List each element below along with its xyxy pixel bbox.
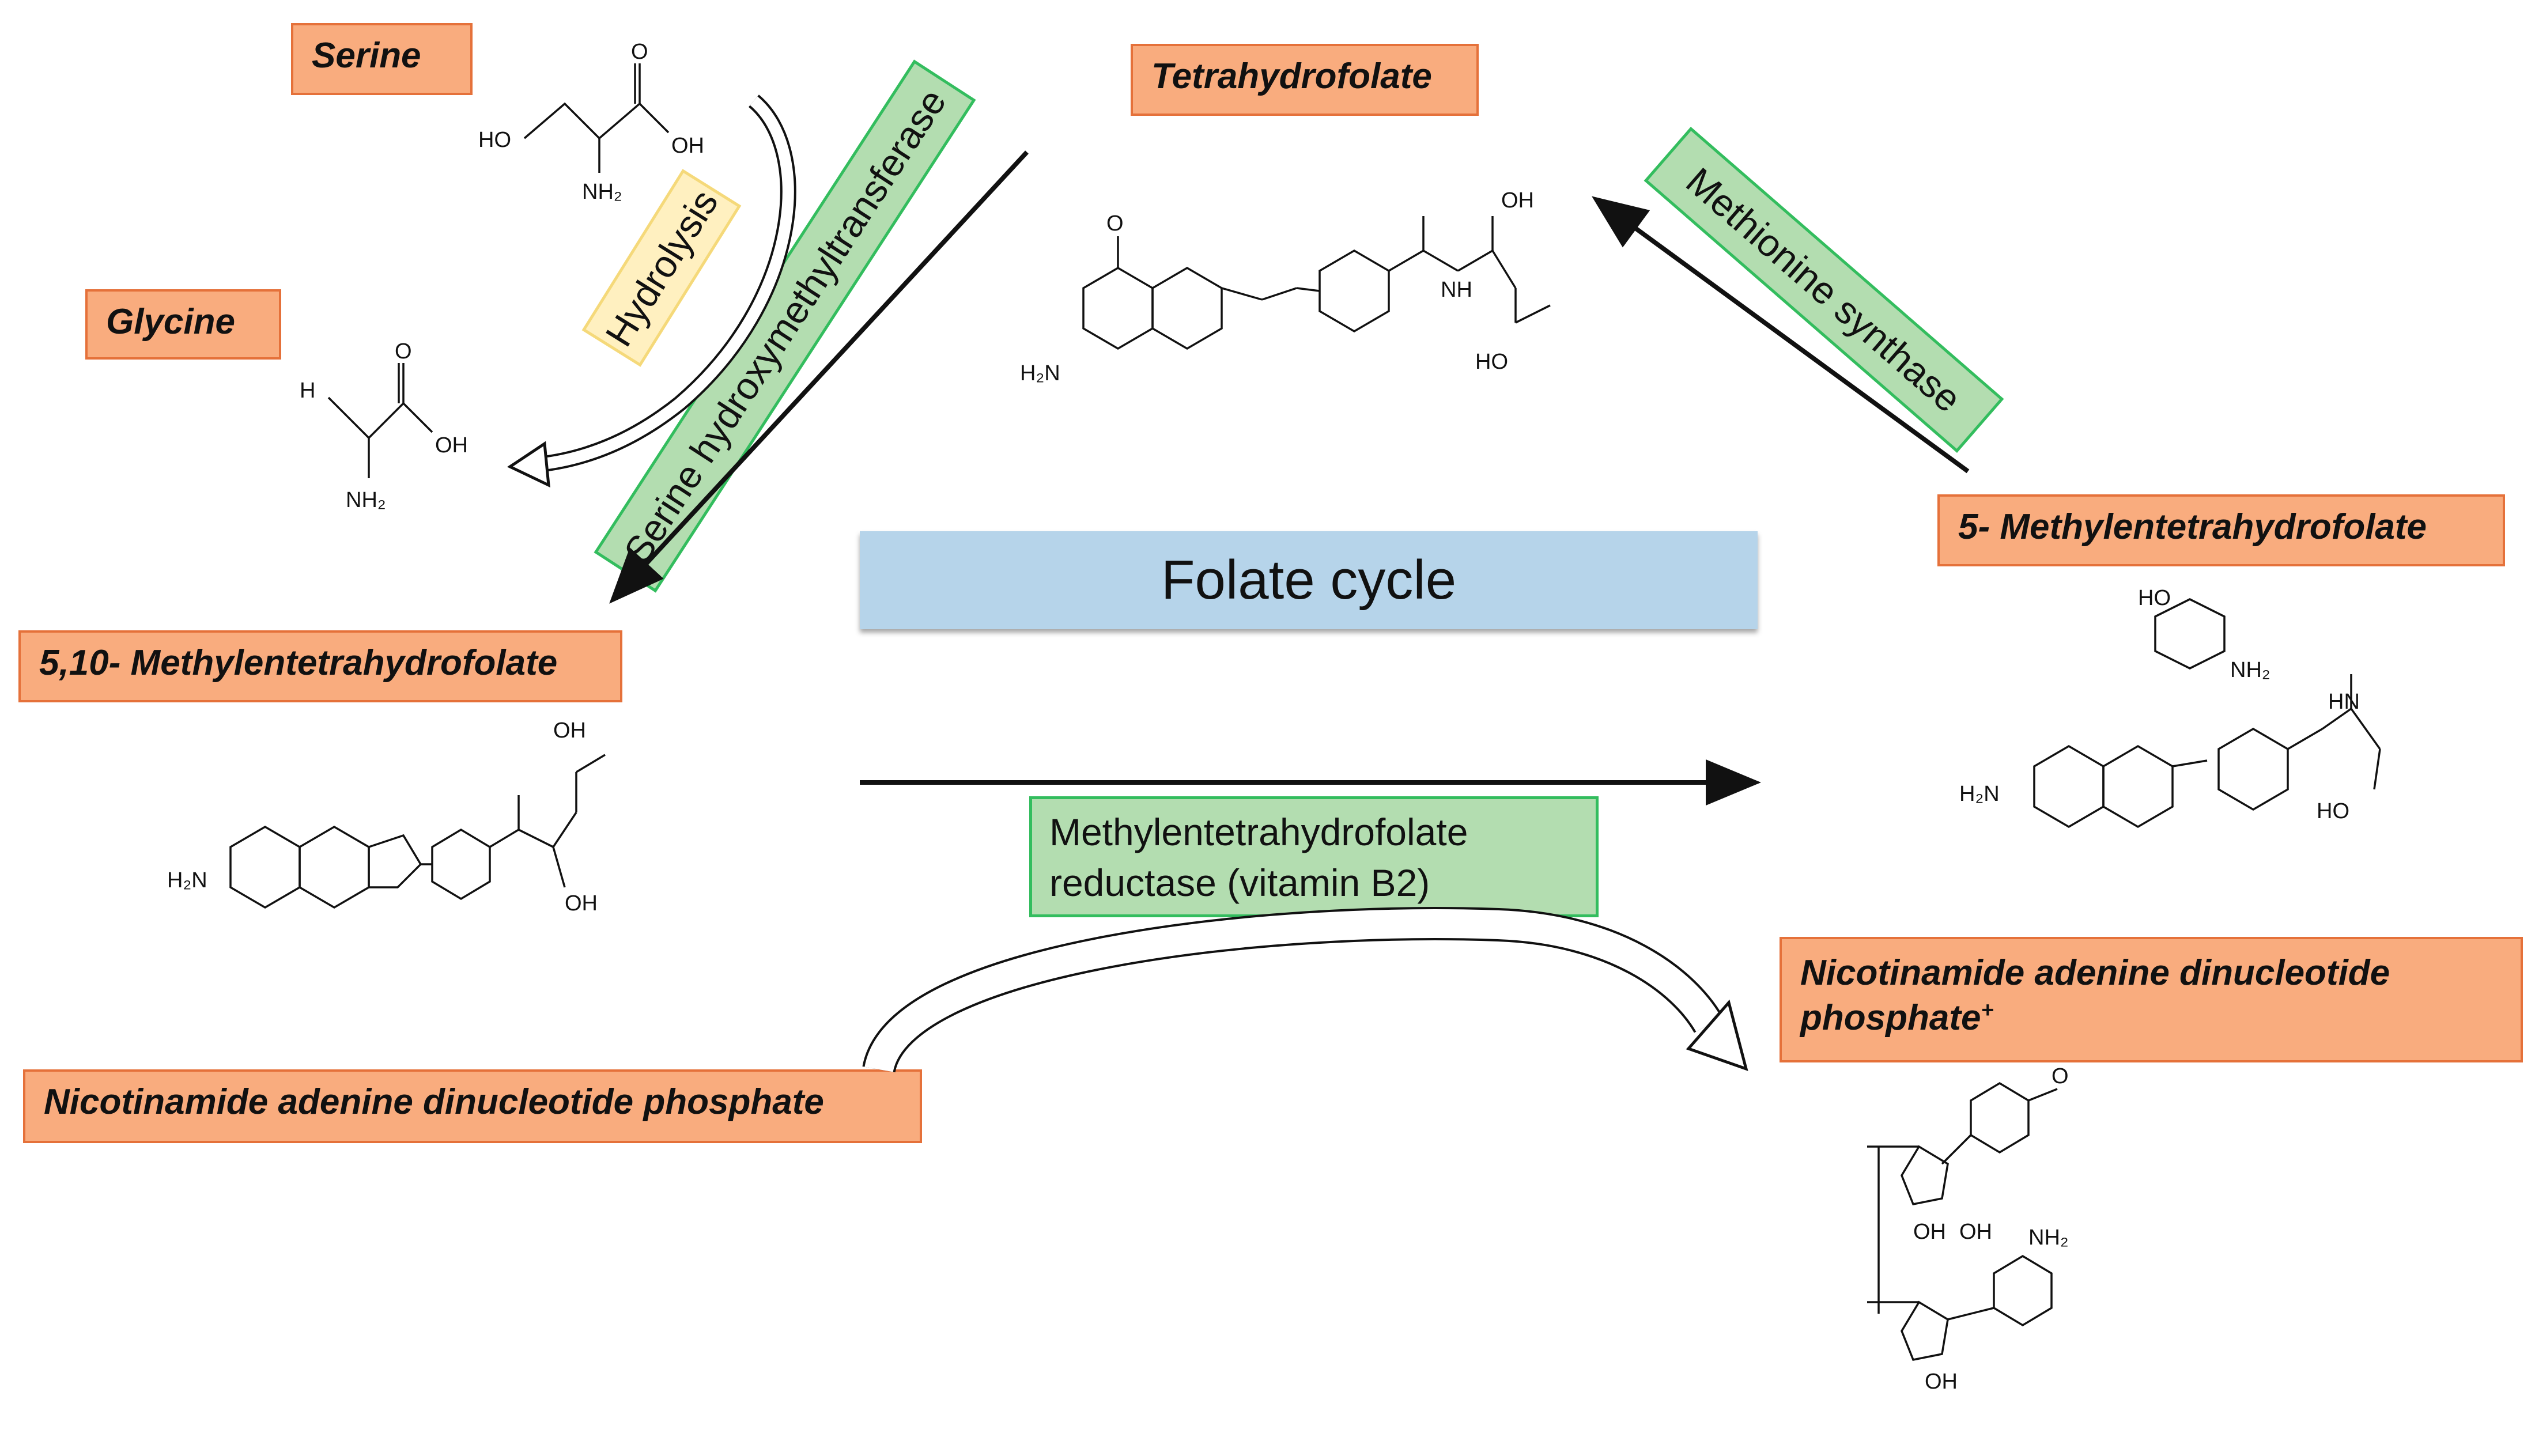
label-glycine: Glycine (85, 289, 281, 360)
atom-label: O (2052, 1064, 2069, 1088)
arrow-nadph-to-nadp-plus (862, 907, 1748, 1074)
enzyme-mthfr-line1: Methylentetrahydrofolate (1049, 811, 1468, 853)
atom-label: HO (1475, 350, 1508, 374)
charge-superscript: + (1981, 997, 1994, 1022)
glycine-structure: H O OH NH₂ (300, 339, 468, 512)
atom-label: OH (671, 134, 704, 158)
atom-label: OH (1501, 188, 1534, 213)
label-5-methyltetrahydrofolate: 5- Methylentetrahydrofolate (1937, 494, 2505, 566)
methyl-thf-structure: H₂N HO NH₂ HN HO (1959, 586, 2381, 829)
diagram-title: Folate cycle (860, 531, 1758, 629)
label-5-10-methylenetetrahydrofolate: 5,10- Methylentetrahydrofolate (18, 630, 622, 702)
atom-label: NH (1441, 278, 1472, 302)
atom-label: H₂N (1959, 782, 2000, 806)
atom-label: OH (1925, 1370, 1958, 1394)
atom-label: OH (1959, 1220, 1992, 1244)
enzyme-mthfr: Methylentetrahydrofolate reductase (vita… (1029, 796, 1599, 917)
atom-label: H₂N (167, 868, 207, 892)
atom-label: O (1106, 211, 1124, 236)
label-tetrahydrofolate: Tetrahydrofolate (1131, 44, 1479, 116)
atom-label: HO (2138, 586, 2171, 610)
atom-label: OH (565, 891, 598, 916)
atom-label: HO (478, 128, 511, 152)
methylene-thf-structure: H₂N OH OH (167, 718, 606, 916)
atom-label: NH₂ (2028, 1226, 2069, 1250)
label-serine: Serine (291, 23, 473, 95)
atom-label: OH (1913, 1220, 1946, 1244)
atom-label: O (631, 40, 648, 64)
atom-label: HN (2328, 690, 2360, 714)
atom-label: OH (435, 433, 468, 457)
enzyme-mthfr-line2: reductase (vitamin B2) (1049, 861, 1430, 904)
tetrahydrofolate-structure: O H₂N NH OH HO (1020, 188, 1551, 385)
serine-structure: HO O OH NH₂ (478, 40, 704, 204)
label-nadp-plus: Nicotinamide adenine dinucleotide phosph… (1780, 937, 2523, 1062)
atom-label: NH₂ (2230, 658, 2270, 682)
atom-label: HO (2317, 799, 2349, 823)
label-nadph: Nicotinamide adenine dinucleotide phosph… (23, 1069, 922, 1143)
atom-label: NH₂ (582, 180, 622, 204)
atom-label: H (300, 379, 315, 403)
atom-label: H₂N (1020, 361, 1060, 385)
label-nadp-plus-text: Nicotinamide adenine dinucleotide phosph… (1800, 953, 2390, 1038)
atom-label: O (395, 339, 412, 364)
enzyme-methionine-synthase: Methionine synthase (1644, 127, 2004, 453)
atom-label: NH₂ (346, 488, 386, 512)
atom-label: OH (553, 718, 586, 743)
nadp-plus-structure: O NH₂ OH OH OH (1867, 1064, 2069, 1394)
